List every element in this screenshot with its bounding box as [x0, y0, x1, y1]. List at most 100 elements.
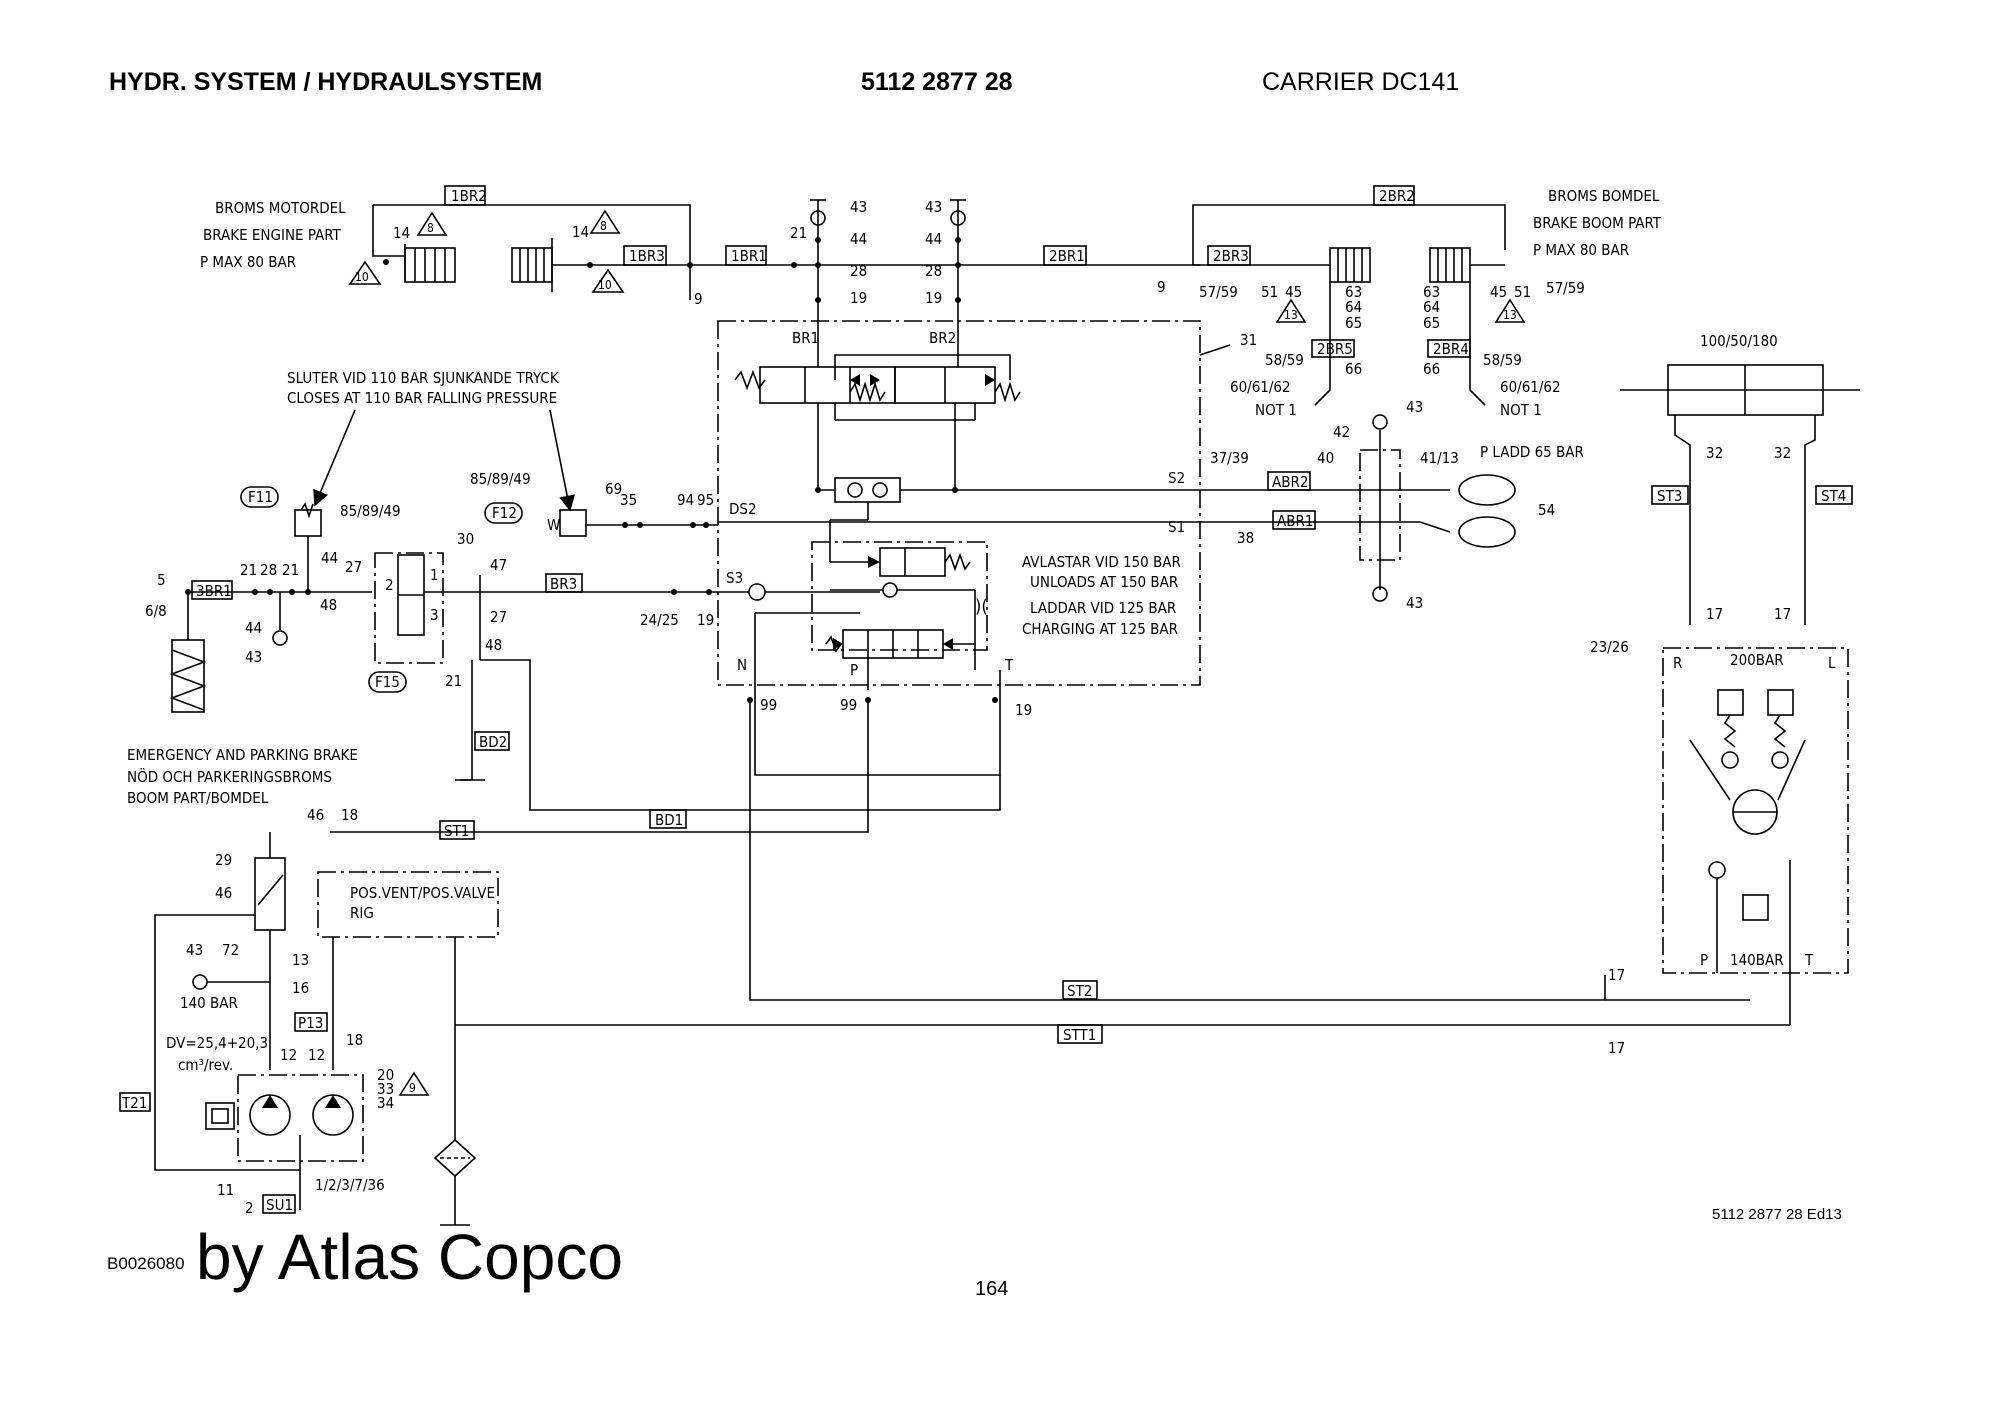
- tag-text: F12: [492, 504, 517, 522]
- item-number: 34: [377, 1094, 394, 1112]
- item-number: 32: [1706, 444, 1723, 462]
- item-number: 1/2/3/7/36: [315, 1176, 385, 1194]
- item-number: 60/61/62: [1230, 378, 1291, 396]
- item-number: 64: [1345, 298, 1362, 316]
- check-valve: [1372, 414, 1388, 430]
- item-number: 51: [1514, 283, 1531, 301]
- pressure-switch: [559, 509, 587, 537]
- item-number: 47: [490, 556, 507, 574]
- item-number: 21: [240, 561, 257, 579]
- item-number: 17: [1608, 966, 1625, 984]
- item-number: 44: [925, 230, 942, 248]
- selector-valve-30: 30 27 2 1 3 F15 47 27 48 21 BD2 BD1: [345, 530, 1001, 829]
- item-number: 18: [346, 1031, 363, 1049]
- note-line: EMERGENCY AND PARKING BRAKE: [127, 746, 358, 764]
- orifice-symbol: )(: [975, 596, 988, 617]
- pump-section: 29 46 T21 POS.VENT/POS.VALVE RIG 43 72 1…: [119, 832, 499, 1226]
- switch-marker: W: [547, 516, 560, 534]
- tag-text: 1BR3: [629, 247, 665, 265]
- spring-brake-cylinder: [171, 639, 205, 713]
- line-tag-2br2: [1373, 185, 1415, 206]
- item-number: 44: [321, 549, 338, 567]
- tag-text: ABR2: [1272, 473, 1308, 491]
- tag-text: 1BR2: [451, 187, 487, 205]
- spring: [849, 381, 886, 403]
- brake-engine-circuit: 1BR2 1BR3 1BR1 10 10 8 8 14 14 21 9: [348, 185, 960, 308]
- item-number: 23/26: [1590, 638, 1629, 656]
- item-number: BR1: [792, 329, 819, 347]
- drawing-reference: 5112 2877 28 Ed13: [1712, 1206, 1842, 1223]
- item-number: L: [1828, 654, 1836, 672]
- item-number: 40: [1317, 449, 1334, 467]
- triangle-text: 10: [598, 278, 612, 292]
- accumulator: [1458, 516, 1516, 548]
- item-number: 58/59: [1483, 351, 1522, 369]
- check-valve: [950, 210, 966, 226]
- item-number: S2: [1168, 469, 1185, 487]
- item-number: 43: [1406, 594, 1423, 612]
- item-number: 85/89/49: [470, 470, 531, 488]
- check-valve: [1721, 751, 1739, 769]
- note-line: LADDAR VID 125 BAR: [1030, 599, 1176, 617]
- line-tag-2br1: [1043, 245, 1087, 266]
- item-number: 19: [925, 289, 942, 307]
- line-tag-2br5: [1311, 339, 1355, 358]
- item-number: NOT 1: [1500, 401, 1542, 419]
- brake-valve-block: 31 BR1 BR2 S2 S1: [717, 320, 1257, 690]
- warning-triangle: [589, 209, 621, 234]
- warning-triangle: [348, 260, 382, 285]
- center-top-connections: 43 44 28 19 43 44 28 19 2BR1: [810, 198, 1200, 340]
- spring: [734, 369, 766, 391]
- item-number: 3: [430, 606, 439, 624]
- note-line: BRAKE BOOM PART: [1533, 214, 1662, 232]
- item-number: 12: [308, 1046, 325, 1064]
- item-number: 9: [1157, 278, 1166, 296]
- item-number: 66: [1345, 360, 1362, 378]
- check-valve: [1708, 861, 1726, 879]
- item-number: N: [737, 656, 747, 674]
- item-number: 99: [760, 696, 777, 714]
- line-tag-2br3: [1207, 245, 1251, 266]
- item-number: 43: [850, 198, 867, 216]
- item-number: 48: [320, 596, 337, 614]
- item-number: 58/59: [1265, 351, 1304, 369]
- item-number: 45: [1490, 283, 1507, 301]
- item-number: 33: [377, 1080, 394, 1098]
- supply-lines: DS2 S3 69 35 94 95 24/25 19 BR3: [480, 480, 1001, 776]
- item-number: 21: [282, 561, 299, 579]
- item-number: T: [1804, 951, 1814, 969]
- tag-text: BR3: [550, 575, 577, 593]
- check-valve: [748, 583, 766, 601]
- tag-text: ST2: [1067, 982, 1092, 1000]
- item-number: 14: [393, 224, 410, 242]
- line-tag-abr1: [1272, 510, 1316, 530]
- warning-triangle: [1275, 298, 1307, 323]
- item-number: 2: [385, 576, 394, 594]
- line-tag-st3: [1651, 485, 1689, 505]
- tag-text: SU1: [266, 1196, 293, 1214]
- triangle-text: 13: [1503, 308, 1517, 322]
- item-number: 66: [1423, 360, 1440, 378]
- note-line: 140BAR: [1730, 951, 1784, 969]
- page-title: HYDR. SYSTEM / HYDRAULSYSTEM: [109, 68, 543, 96]
- engine-drive: [205, 1102, 235, 1130]
- note-line: 100/50/180: [1700, 332, 1778, 350]
- item-number: 43: [245, 648, 262, 666]
- item-number: 14: [572, 223, 589, 241]
- spring: [994, 381, 1021, 403]
- item-number: 32: [1774, 444, 1791, 462]
- item-number: 51: [1261, 283, 1278, 301]
- line-tag-3br1: [191, 580, 233, 600]
- note-line: P MAX 80 BAR: [1533, 241, 1629, 259]
- item-number: 85/89/49: [340, 502, 401, 520]
- item-number: 16: [292, 979, 309, 997]
- item-number: 11: [217, 1181, 234, 1199]
- check-valve: [272, 630, 288, 646]
- item-number: NOT 1: [1255, 401, 1297, 419]
- note-line: 200BAR: [1730, 651, 1784, 669]
- page-number: 164: [975, 1278, 1009, 1300]
- check-valve: [1771, 751, 1789, 769]
- line-tag-1br1: [725, 245, 767, 266]
- item-number: 44: [245, 619, 262, 637]
